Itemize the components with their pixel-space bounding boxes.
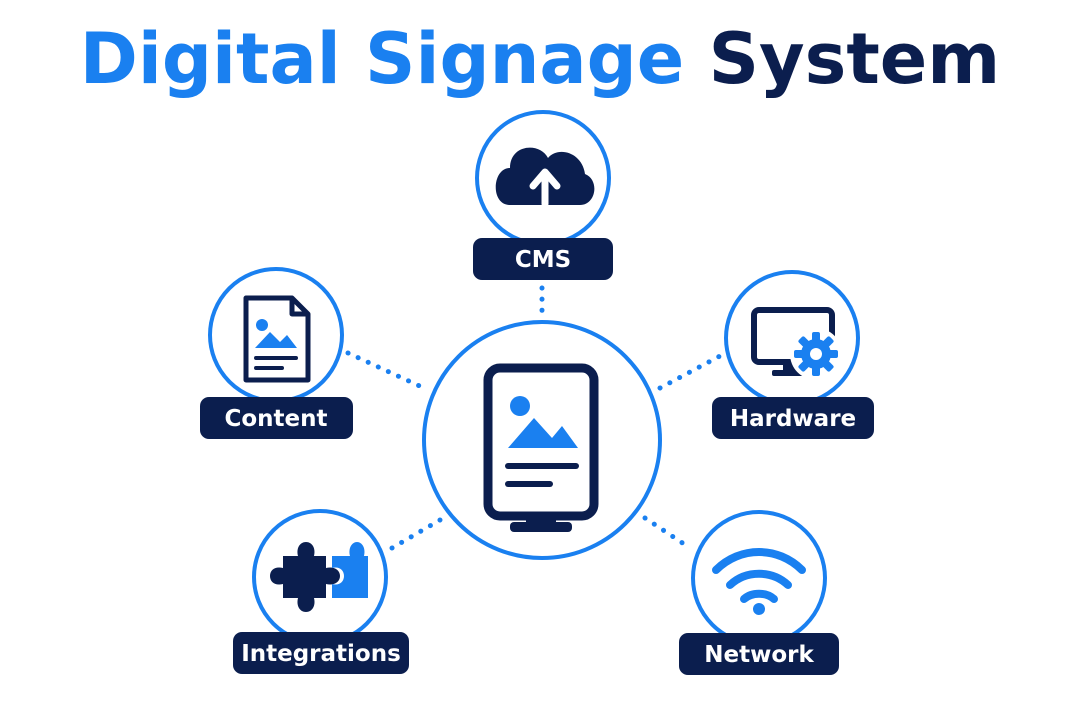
node-network: Network xyxy=(679,510,839,675)
connector-content xyxy=(345,350,427,391)
wifi-icon xyxy=(712,548,806,615)
puzzle-icon xyxy=(270,542,368,612)
connector-integrations xyxy=(389,517,443,551)
monitor-gear-icon xyxy=(751,307,842,380)
title-part-1: Digital Signage xyxy=(79,18,685,100)
node-content: Content xyxy=(200,267,353,439)
content-label: Content xyxy=(224,406,327,432)
integrations-label: Integrations xyxy=(241,641,401,667)
network-label-pill xyxy=(679,633,839,675)
hardware-label-pill xyxy=(712,397,874,439)
page-title: Digital Signage System xyxy=(0,18,1080,100)
cloud-upload-icon xyxy=(495,147,595,208)
connector-network xyxy=(642,515,693,551)
hardware-label: Hardware xyxy=(730,406,856,432)
title-part-2: System xyxy=(708,18,1001,100)
content-label-pill xyxy=(200,397,353,439)
network-label: Network xyxy=(704,642,814,668)
node-hardware: Hardware xyxy=(712,270,874,439)
cms-label-pill xyxy=(473,238,613,280)
digital-signage-display-icon xyxy=(483,363,599,532)
cms-label: CMS xyxy=(515,247,571,273)
center-node xyxy=(422,320,662,560)
document-image-icon xyxy=(243,295,311,383)
node-integrations: Integrations xyxy=(233,509,409,674)
connectors xyxy=(345,285,723,551)
node-cms: CMS xyxy=(473,110,613,280)
integrations-label-pill xyxy=(233,632,409,674)
connector-hardware xyxy=(657,353,723,391)
